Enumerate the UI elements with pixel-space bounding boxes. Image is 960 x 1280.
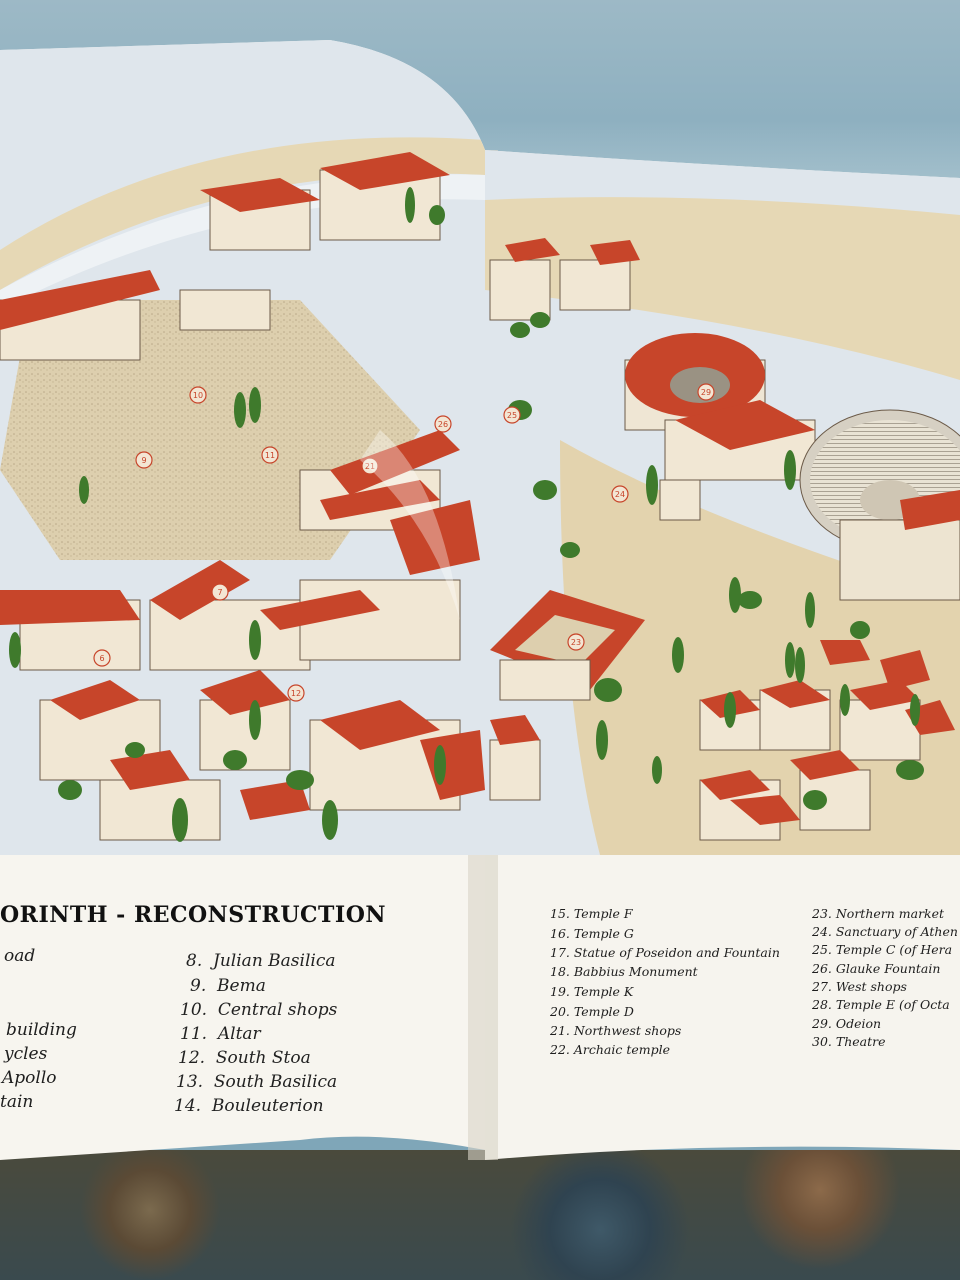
map-markers: 11 10 9 21 7 6 12 23 24 25 26 29 — [93, 383, 715, 702]
legend-item-13: 13. South Basilica — [176, 1072, 338, 1092]
map-marker-24: 24 — [611, 485, 629, 503]
map-marker-29: 29 — [697, 383, 715, 401]
legend-partial-item: oad — [4, 946, 36, 966]
legend-item-17: 17. Statue of Poseidon and Fountain — [550, 945, 780, 960]
page-title: ORINTH - RECONSTRUCTION — [0, 902, 386, 928]
legend-partial-item: tain — [0, 1092, 34, 1112]
theatre-building — [799, 409, 960, 601]
legend-item-26: 26. Glauke Fountain — [812, 961, 941, 976]
svg-text:25: 25 — [507, 411, 517, 420]
map-marker-6: 6 — [93, 649, 111, 667]
legend-item-19: 19. Temple K — [550, 984, 634, 999]
svg-text:10: 10 — [193, 391, 203, 400]
map-marker-26: 26 — [434, 415, 452, 433]
legend-item-14: 14. Bouleuterion — [174, 1096, 324, 1116]
svg-text:24: 24 — [615, 490, 625, 499]
map-marker-25: 25 — [503, 406, 521, 424]
svg-text:21: 21 — [365, 462, 375, 471]
svg-text:9: 9 — [141, 456, 146, 465]
map-marker-23: 23 — [567, 633, 585, 651]
legend-partial-item: Apollo — [2, 1068, 57, 1088]
legend-item-29: 29. Odeion — [812, 1016, 882, 1031]
legend-item-22: 22. Archaic temple — [550, 1042, 671, 1057]
map-marker-21: 21 — [361, 457, 379, 475]
svg-text:12: 12 — [291, 689, 301, 698]
legend-item-28: 28. Temple E (of Octa — [812, 997, 950, 1012]
legend-item-21: 21. Northwest shops — [550, 1023, 682, 1038]
map-marker-12: 12 — [287, 684, 305, 702]
left-map — [0, 40, 485, 855]
map-marker-11: 11 — [261, 446, 279, 464]
legend-item-30: 30. Theatre — [812, 1034, 886, 1049]
legend-item-9: 9. Bema — [190, 976, 266, 996]
legend-item-24: 24. Sanctuary of Athen — [812, 924, 958, 939]
legend-partial-item: ycles — [4, 1044, 48, 1064]
legend-item-10: 10. Central shops — [180, 1000, 338, 1020]
svg-text:23: 23 — [571, 638, 581, 647]
rug-backdrop-bottom — [0, 1150, 960, 1280]
svg-text:7: 7 — [217, 588, 222, 597]
legend-item-20: 20. Temple D — [550, 1004, 634, 1019]
svg-text:29: 29 — [701, 388, 711, 397]
svg-text:26: 26 — [438, 420, 448, 429]
legend-item-18: 18. Babbius Monument — [550, 964, 698, 979]
map-marker-7: 7 — [211, 583, 229, 601]
legend-item-12: 12. South Stoa — [178, 1048, 311, 1068]
legend-item-11: 11. Altar — [180, 1024, 261, 1044]
legend-partial-item: building — [6, 1020, 77, 1040]
legend-item-27: 27. West shops — [812, 979, 907, 994]
legend-item-23: 23. Northern market — [812, 906, 945, 921]
svg-text:11: 11 — [265, 451, 275, 460]
legend-item-8: 8. Julian Basilica — [186, 951, 336, 971]
svg-text:6: 6 — [99, 654, 104, 663]
map-marker-10: 10 — [189, 386, 207, 404]
northern-market — [490, 590, 645, 701]
right-map — [485, 150, 960, 855]
legend-item-15: 15. Temple F — [550, 906, 633, 921]
map-marker-9: 9 — [135, 451, 153, 469]
legend-item-16: 16. Temple G — [550, 926, 634, 941]
legend-item-25: 25. Temple C (of Hera — [812, 942, 953, 957]
